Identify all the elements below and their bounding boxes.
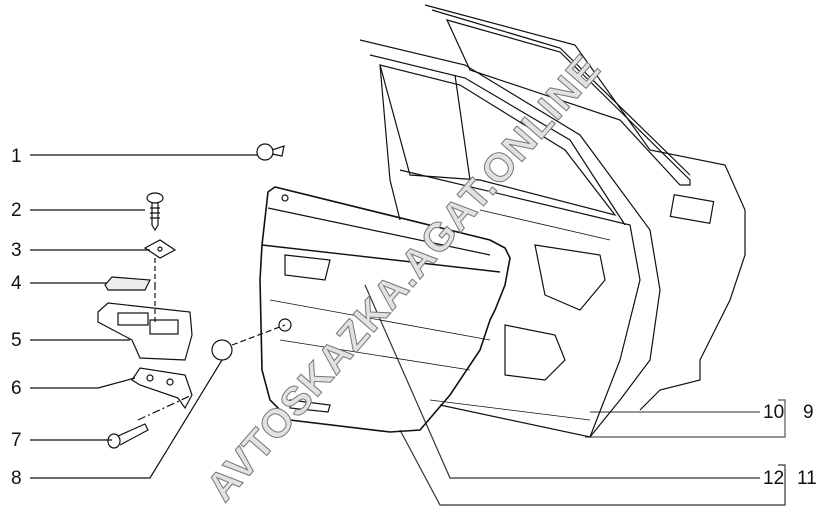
callout-2: 2	[11, 200, 22, 221]
callout-5: 5	[11, 330, 22, 351]
callout-7: 7	[11, 430, 22, 451]
callout-8: 8	[11, 468, 22, 489]
part-bracket-6	[131, 367, 193, 410]
part-plug-8	[211, 339, 233, 361]
part-clip-1	[256, 143, 285, 161]
callout-4: 4	[11, 273, 22, 294]
callout-6: 6	[11, 378, 22, 399]
part-nut-3	[143, 239, 177, 259]
callout-1: 1	[11, 146, 22, 167]
door-trim-panel	[259, 186, 511, 433]
callout-12: 12	[763, 468, 785, 489]
part-cover-4	[104, 276, 151, 291]
callout-9: 9	[803, 402, 814, 423]
part-screw-7	[107, 423, 149, 449]
callout-11: 11	[797, 468, 817, 489]
door-shell	[359, 4, 746, 438]
part-screw-2	[146, 192, 164, 232]
callout-3: 3	[11, 240, 22, 261]
part-switch-panel-5	[97, 302, 193, 361]
callout-10: 10	[763, 402, 785, 423]
leader-lines	[30, 154, 786, 506]
